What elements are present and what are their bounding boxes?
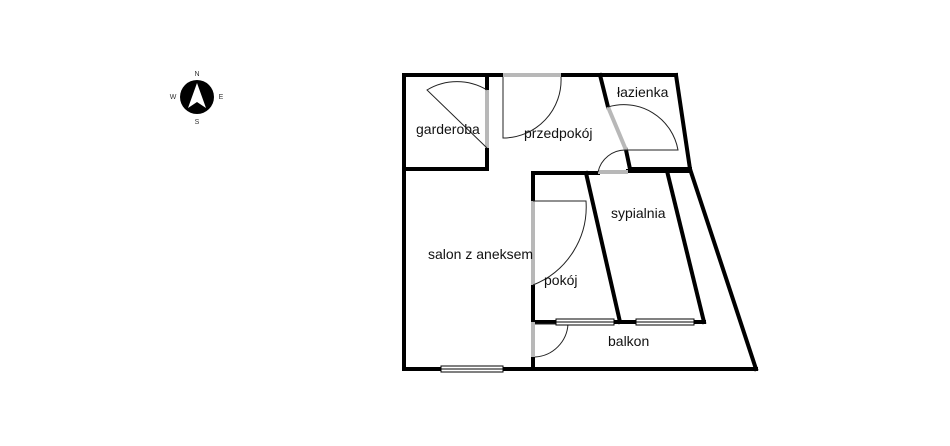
door-opening-lazienka [606, 106, 628, 151]
door-openings [485, 73, 628, 357]
door-swing-lazienka [607, 104, 679, 151]
wall-bath-left-bottom [623, 147, 633, 172]
door-swings [426, 76, 679, 358]
windows [440, 318, 695, 373]
room-labels: garderoba przedpokój łazienka sypialnia … [416, 84, 669, 349]
door-swing-sypialnia [597, 149, 627, 173]
room-label-pokoj: pokój [544, 272, 577, 288]
room-label-balkon: balkon [608, 333, 649, 349]
room-label-przedpokoj: przedpokój [524, 125, 593, 141]
door-swing-balkon [534, 323, 569, 358]
door-swing-pokoj [532, 200, 587, 286]
wall-pokoj-right [583, 170, 623, 325]
room-label-lazienka: łazienka [617, 84, 669, 100]
room-label-garderoba: garderoba [416, 121, 480, 137]
compass-west: W [170, 94, 177, 101]
compass-rose: N S E W [170, 71, 224, 126]
compass-north: N [194, 71, 199, 78]
compass-south: S [195, 119, 200, 126]
wall-sypialnia-right [664, 168, 707, 325]
wall-bath-left-top [597, 72, 611, 110]
walls [402, 72, 759, 372]
wall-right-upper [673, 72, 693, 172]
room-label-sypialnia: sypialnia [611, 205, 666, 221]
room-label-salon: salon z aneksem [428, 246, 533, 262]
wall-right-diagonal [687, 166, 759, 372]
door-swing-entrance [502, 76, 562, 139]
compass-east: E [219, 94, 224, 101]
door-swing-garderoba [426, 81, 488, 149]
compass-arrow-icon [188, 83, 206, 108]
